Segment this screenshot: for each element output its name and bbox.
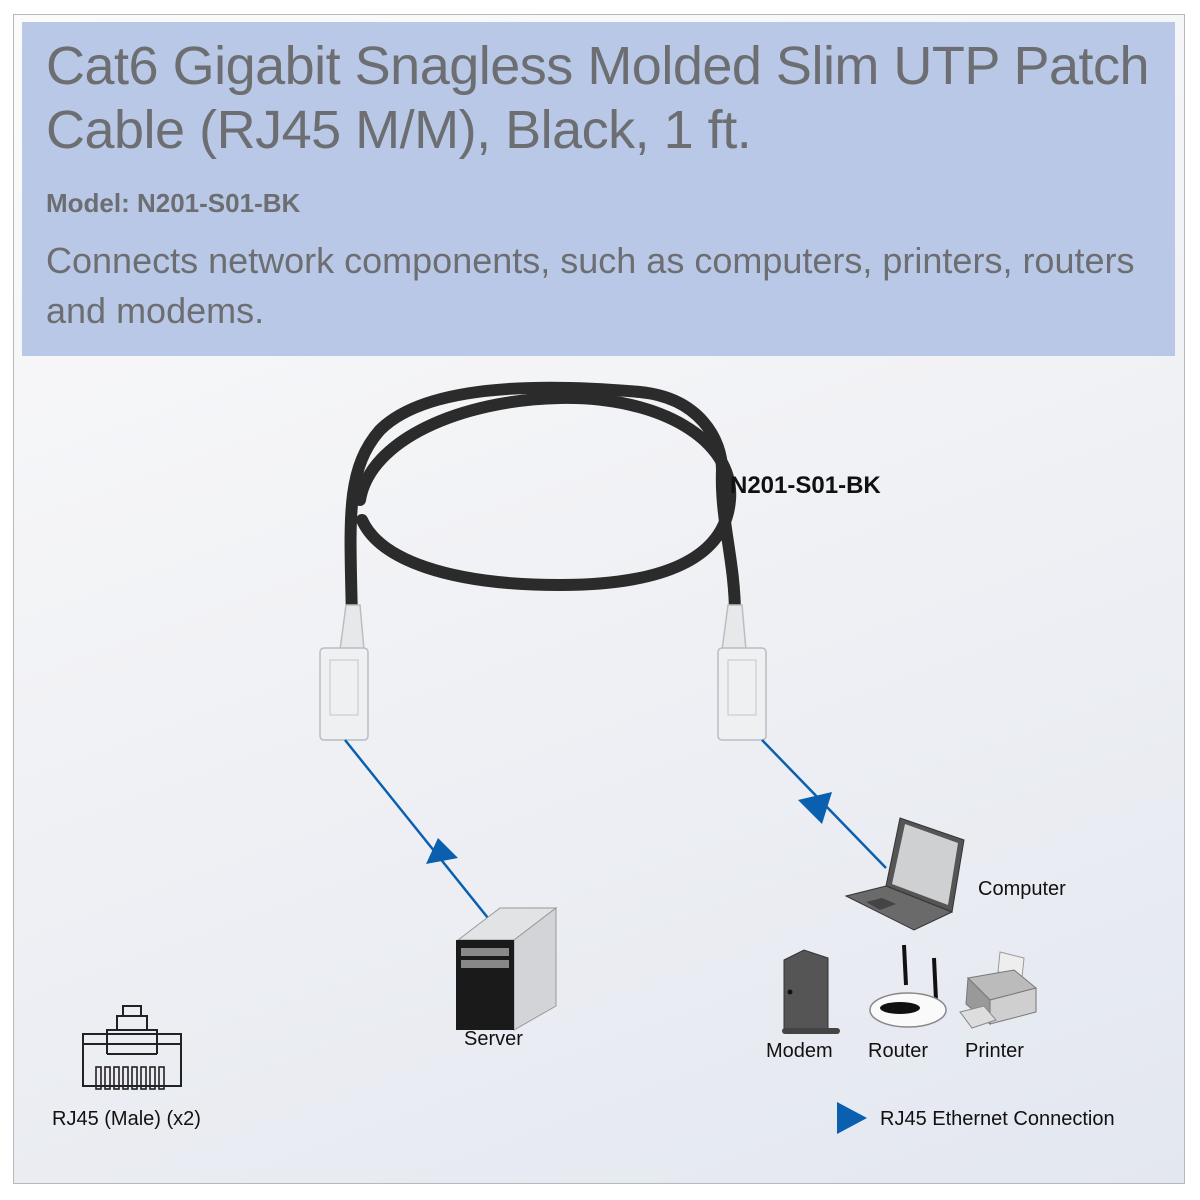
- right-rj45-plug-icon: [717, 604, 767, 741]
- page-title: Cat6 Gigabit Snagless Molded Slim UTP Pa…: [46, 36, 1150, 160]
- modem-label: Modem: [766, 1040, 833, 1062]
- cable-model-label: N201-S01-BK: [730, 472, 881, 499]
- arrow-up-icon: [426, 838, 458, 864]
- router-label: Router: [868, 1040, 929, 1062]
- connection-line-server: [344, 739, 493, 924]
- printer-icon: [959, 951, 1038, 1029]
- router-icon: [869, 944, 947, 1028]
- model-number: Model: N201-S01-BK: [46, 188, 301, 218]
- legend-label: RJ45 Ethernet Connection: [880, 1108, 1115, 1130]
- modem-icon: [782, 949, 840, 1034]
- blue-triangle-arrow-icon: [837, 1102, 867, 1134]
- rj45-connector-icon: [82, 1005, 182, 1090]
- server-icon: [456, 906, 558, 1031]
- connector-label: RJ45 (Male) (x2): [52, 1108, 201, 1130]
- server-label: Server: [464, 1028, 523, 1050]
- product-description: Connects network components, such as com…: [46, 240, 1135, 331]
- header-banner: [22, 22, 1175, 356]
- computer-label: Computer: [978, 878, 1066, 900]
- patch-cable-icon: [344, 381, 741, 626]
- laptop-icon: [844, 817, 965, 931]
- arrow-down-icon: [798, 792, 832, 824]
- left-rj45-plug-icon: [319, 604, 369, 741]
- printer-label: Printer: [965, 1040, 1024, 1062]
